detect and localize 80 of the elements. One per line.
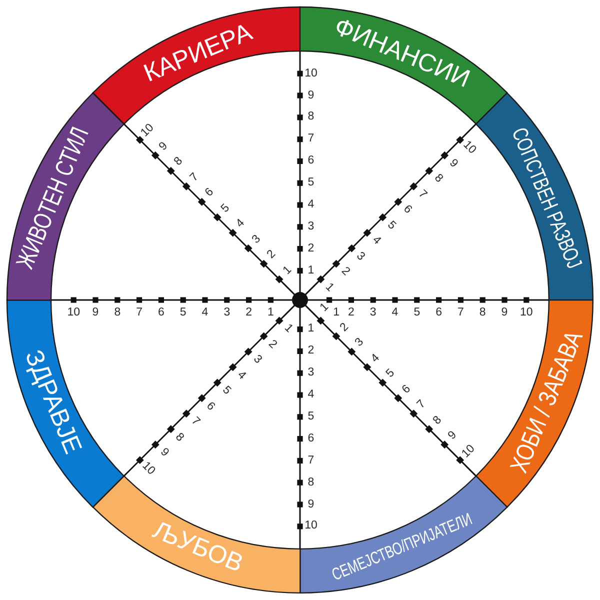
scale-number: 1 [281, 264, 294, 278]
scale-number: 10 [460, 443, 478, 460]
scale-number: 3 [354, 250, 366, 264]
scale-number: 3 [370, 307, 376, 319]
scale-number: 5 [414, 307, 420, 319]
scale-number: 8 [431, 414, 444, 427]
scale-number: 6 [308, 433, 314, 445]
scale-number: 8 [308, 476, 314, 488]
scale-number: 5 [180, 307, 186, 319]
scale-number: 6 [204, 400, 217, 413]
scale-number: 1 [267, 307, 274, 319]
scale-number: 5 [308, 411, 314, 423]
scale-number: 1 [322, 281, 336, 294]
scale-number: 7 [308, 134, 314, 146]
scale-number: 9 [308, 90, 314, 102]
scale-number: 4 [308, 389, 314, 401]
scale-number: 1 [281, 322, 294, 336]
scale-number: 10 [460, 140, 478, 157]
scale-number: 10 [304, 68, 318, 80]
scale-number: 2 [338, 321, 352, 334]
scale-number: 3 [354, 336, 366, 350]
scale-number: 2 [308, 243, 314, 255]
scale-number: 3 [308, 367, 314, 379]
scale-number: 6 [400, 204, 413, 217]
scale-number: 3 [250, 233, 264, 246]
scale-number: 4 [234, 218, 248, 231]
scale-number: 1 [308, 324, 314, 336]
scale-number: 6 [400, 383, 413, 396]
scale-number: 2 [308, 345, 314, 357]
scale-number: 6 [436, 307, 442, 319]
scale-number: 3 [250, 354, 264, 366]
scale-number: 8 [308, 112, 314, 124]
scale-number: 5 [384, 368, 398, 380]
scale-number: 9 [308, 498, 314, 510]
scale-number: 4 [369, 234, 382, 248]
scale-number: 3 [308, 221, 314, 233]
scale-number: 7 [136, 307, 142, 319]
scale-number: 10 [304, 520, 318, 532]
scale-number: 8 [114, 307, 121, 319]
scale-number: 2 [246, 307, 252, 319]
scale-number: 7 [416, 188, 428, 202]
scale-number: 7 [308, 454, 314, 466]
scale-number: 4 [202, 307, 208, 319]
scale-number: 4 [392, 307, 398, 319]
scale-number: 1 [318, 302, 332, 314]
scale-number: 9 [92, 307, 99, 319]
scale-number: 5 [308, 177, 314, 189]
scale-number: 8 [431, 173, 444, 186]
scale-number: 3 [224, 307, 230, 319]
scale-number: 9 [158, 446, 170, 460]
scale-number: 2 [348, 307, 354, 319]
scale-number: 8 [479, 307, 486, 319]
scale-number: 6 [158, 307, 164, 319]
scale-number: 7 [457, 307, 464, 319]
scale-number: 9 [158, 140, 170, 154]
scale-number: 7 [188, 416, 202, 428]
scale-number: 4 [369, 352, 382, 366]
scale-number: 8 [173, 431, 186, 444]
scale-number: 9 [446, 430, 460, 442]
scale-number: 6 [204, 187, 217, 200]
scale-number: 10 [520, 307, 533, 319]
scale-number: 4 [234, 369, 248, 382]
scale-number: 2 [338, 266, 352, 279]
scale-number: 8 [173, 156, 186, 169]
scale-number: 7 [188, 172, 202, 184]
scale-number: 5 [384, 219, 398, 232]
scale-number: 10 [140, 460, 157, 478]
scale-number: 1 [308, 264, 314, 276]
scale-number: 2 [266, 338, 279, 352]
scale-number: 5 [219, 202, 232, 216]
scale-number: 10 [140, 122, 157, 140]
scale-number: 9 [446, 158, 460, 170]
scale-number: 5 [219, 384, 232, 398]
scale-number: 9 [501, 307, 508, 319]
scale-number: 1 [333, 307, 340, 319]
scale-number: 6 [308, 155, 314, 167]
scale-number: 10 [67, 307, 80, 319]
scale-number: 7 [416, 398, 428, 412]
scale-number: 4 [308, 199, 314, 211]
scale-number: 2 [266, 248, 279, 262]
